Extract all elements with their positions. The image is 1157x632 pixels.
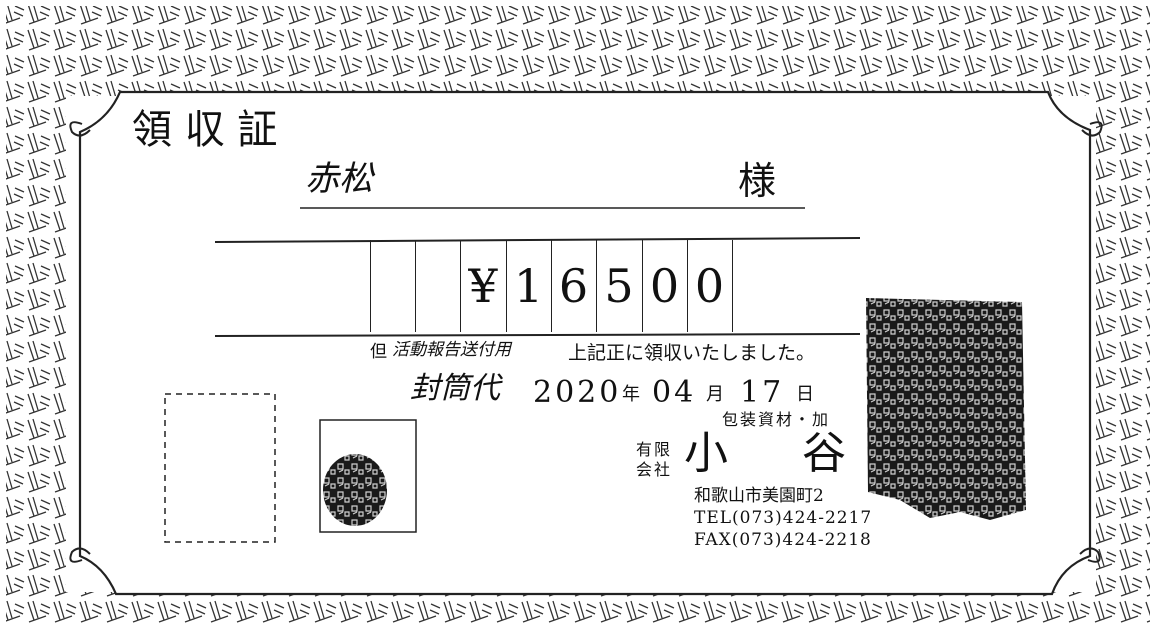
amount-cell: 1 (513, 259, 544, 313)
receipt-title: 領 収 証 (132, 107, 278, 153)
amount-cell: 0 (694, 259, 725, 313)
date-month: 04 (652, 375, 697, 410)
amount-cell (370, 240, 415, 332)
amount-cell: 6 (558, 259, 589, 313)
amount-cell (415, 240, 460, 332)
amount-cell: 5 (604, 259, 634, 313)
company-type-1: 有限 (636, 440, 673, 459)
note-purpose: 活動報告送付用 (392, 340, 511, 360)
company-fax: FAX(073)424-2218 (694, 530, 872, 550)
year-unit: 年 (622, 384, 640, 405)
amount-cell: 0 (649, 259, 680, 313)
business-description: 包装資材・加 (722, 410, 831, 429)
company-address: 和歌山市美園町2 (694, 486, 824, 506)
received-statement: 上記正に領収いたしました。 (568, 342, 816, 364)
addressee-name: 赤松 (305, 159, 373, 199)
amount-box: ¥ 1 6 5 0 0 (370, 240, 735, 332)
honorific: 様 (738, 159, 777, 203)
month-unit: 月 (706, 384, 724, 405)
day-unit: 日 (796, 384, 814, 405)
note-prefix: 但 (370, 342, 387, 362)
date-day: 17 (740, 375, 785, 410)
company-type-2: 会社 (636, 460, 673, 479)
note-item: 封筒代 (410, 371, 500, 406)
company-name: 小 谷 (684, 428, 876, 479)
amount-cell: ¥ (468, 259, 498, 313)
date-year: 2020 (533, 375, 622, 410)
company-tel: TEL(073)424-2217 (694, 508, 873, 528)
